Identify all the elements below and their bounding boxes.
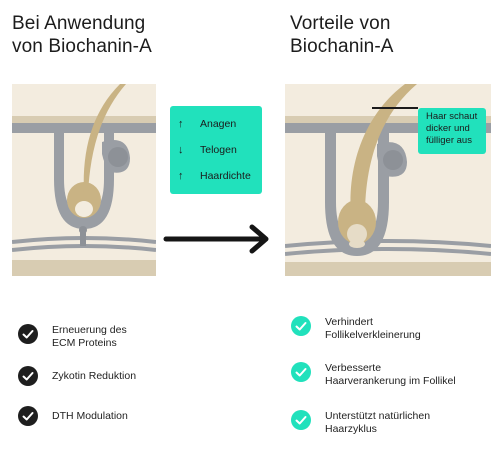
list-item: Zykotin Reduktion (18, 366, 136, 386)
list-item-text: DTH Modulation (52, 406, 128, 423)
list-item-text: Unterstützt natürlichen Haarzyklus (325, 410, 430, 436)
list-item-line1: Zykotin Reduktion (52, 370, 137, 382)
list-item-line1: Verbesserte (325, 362, 382, 374)
right-title: Vorteile von Biochanin-A (290, 12, 490, 58)
list-item-line1: DTH Modulation (52, 410, 128, 422)
list-item-line1: Erneuerung des (52, 324, 127, 336)
marker-anagen: ↑ Anagen (178, 118, 236, 130)
checkmark-icon (291, 362, 311, 382)
marker-telogen: ↓ Telogen (178, 144, 237, 156)
transition-arrow-icon (163, 224, 269, 254)
list-item-line2: ECM Proteins (52, 337, 117, 349)
checkmark-icon (18, 324, 38, 344)
list-item-line1: Unterstützt natürlichen (325, 410, 431, 422)
marker-label: Telogen (200, 144, 237, 156)
checkmark-icon (18, 366, 38, 386)
list-item-line1: Verhindert (325, 316, 373, 328)
left-title-line2: von Biochanin-A (12, 36, 152, 57)
callout-line3: fülliger aus (426, 135, 472, 146)
left-title: Bei Anwendung von Biochanin-A (12, 12, 212, 58)
arrow-up-icon: ↑ (178, 118, 184, 130)
arrow-down-icon: ↓ (178, 144, 184, 156)
list-item-text: Zykotin Reduktion (52, 366, 136, 383)
checkmark-icon (18, 406, 38, 426)
list-item-text: Erneuerung des ECM Proteins (52, 324, 127, 350)
follicle-illustration-before (12, 84, 156, 276)
list-item-line2: Follikelverkleinerung (325, 329, 421, 341)
list-item: Unterstützt natürlichen Haarzyklus (291, 410, 430, 436)
marker-haardichte: ↑ Haardichte (178, 170, 251, 182)
callout-line2: dicker und (426, 123, 470, 134)
arrow-up-icon: ↑ (178, 170, 184, 182)
list-item: Verhindert Follikelverkleinerung (291, 316, 421, 342)
left-title-line1: Bei Anwendung (12, 13, 146, 34)
right-title-line2: Biochanin-A (290, 36, 394, 57)
list-item-text: Verbesserte Haarverankerung im Follikel (325, 362, 456, 388)
callout-line1: Haar schaut (426, 111, 478, 122)
marker-label: Anagen (200, 118, 237, 130)
list-item-line2: Haarverankerung im Follikel (325, 375, 456, 387)
list-item-text: Verhindert Follikelverkleinerung (325, 316, 421, 342)
follicle-illustration-after (285, 84, 491, 276)
list-item-line2: Haarzyklus (325, 423, 377, 435)
checkmark-icon (291, 316, 311, 336)
growth-markers-box: ↑ Anagen ↓ Telogen ↑ Haardichte (170, 106, 262, 194)
list-item: DTH Modulation (18, 406, 128, 426)
callout-pointer-line (372, 107, 418, 109)
right-title-line1: Vorteile von (290, 13, 391, 34)
checkmark-icon (291, 410, 311, 430)
list-item: Erneuerung des ECM Proteins (18, 324, 127, 350)
marker-label: Haardichte (200, 170, 251, 182)
list-item: Verbesserte Haarverankerung im Follikel (291, 362, 456, 388)
callout-box: Haar schaut dicker und fülliger aus (418, 108, 486, 154)
